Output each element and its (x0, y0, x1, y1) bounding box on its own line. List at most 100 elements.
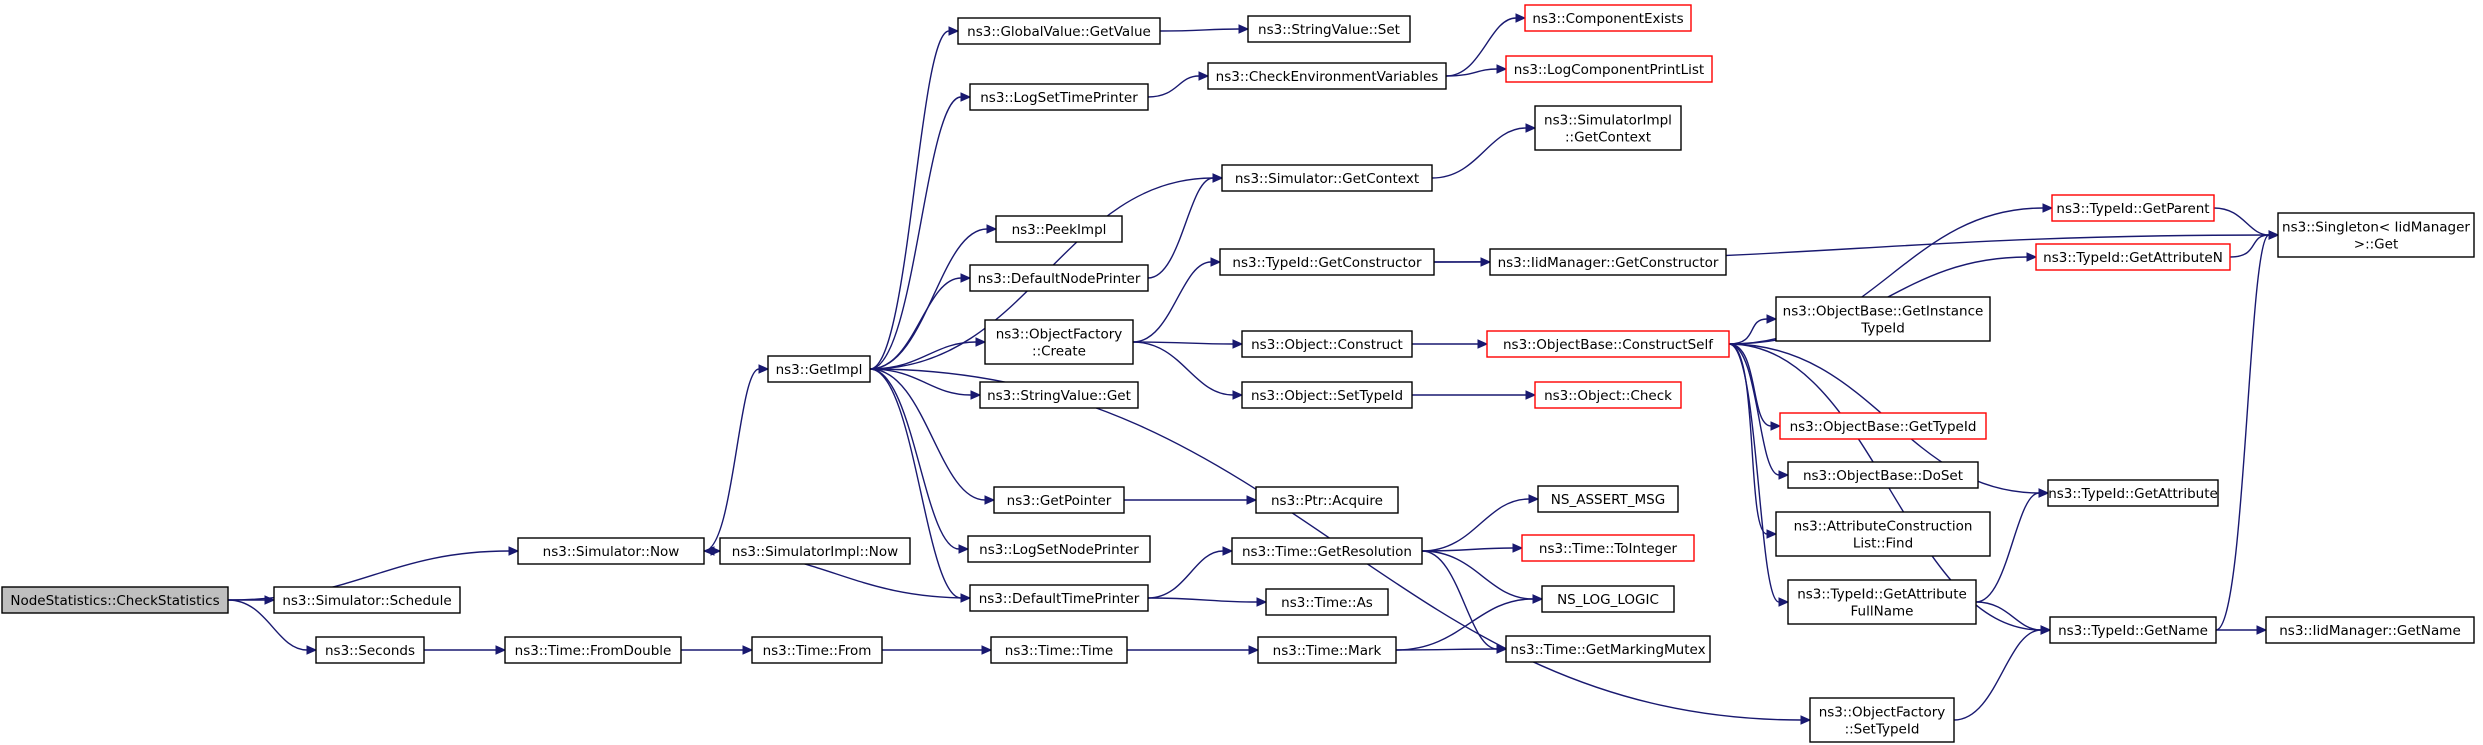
node-objectbase_doset[interactable]: ns3::ObjectBase::DoSet (1787, 461, 1979, 489)
node-typeid_getname[interactable]: ns3::TypeId::GetName (2049, 616, 2217, 644)
node-box (2277, 212, 2475, 258)
node-time_time[interactable]: ns3::Time::Time (990, 636, 1128, 664)
node-iidmanager_getname[interactable]: ns3::IidManager::GetName (2265, 616, 2475, 644)
node-time_as[interactable]: ns3::Time::As (1265, 588, 1389, 616)
node-globalvalue_getvalue[interactable]: ns3::GlobalValue::GetValue (957, 17, 1161, 45)
node-simimpl_now[interactable]: ns3::SimulatorImpl::Now (719, 537, 911, 565)
node-box (1787, 579, 1977, 625)
node-singleton_get[interactable]: ns3::Singleton< IidManager >::Get (2277, 212, 2475, 258)
node-sim_getcontext[interactable]: ns3::Simulator::GetContext (1221, 164, 1433, 192)
node-box (1247, 15, 1411, 43)
node-ptr_acquire[interactable]: ns3::Ptr::Acquire (1255, 486, 1399, 514)
node-typeid_getattributen[interactable]: ns3::TypeId::GetAttributeN (2035, 243, 2231, 271)
edge-arrowhead (2038, 488, 2050, 498)
node-defaultnodeprinter[interactable]: ns3::DefaultNodePrinter (969, 264, 1149, 292)
edge-typeid_getattributefullname-to-typeid_getattribute (1975, 488, 2050, 603)
node-sim_schedule[interactable]: ns3::Simulator::Schedule (273, 586, 461, 614)
node-time_fromdouble[interactable]: ns3::Time::FromDouble (504, 636, 682, 664)
node-label: NS_ASSERT_MSG (1551, 492, 1665, 508)
node-label: >::Get (2354, 237, 2398, 253)
node-objectfactory_settypeid[interactable]: ns3::ObjectFactory::SetTypeId (1809, 697, 1955, 743)
node-box (1207, 62, 1447, 90)
node-ns_log_logic[interactable]: NS_LOG_LOGIC (1541, 585, 1675, 613)
node-label: ns3::DefaultNodePrinter (978, 271, 1141, 287)
node-typeid_getconstructor[interactable]: ns3::TypeId::GetConstructor (1219, 248, 1435, 276)
node-box (504, 636, 682, 664)
edge-getimpl-to-globalvalue_getvalue (869, 26, 960, 370)
edge-arrowhead (981, 645, 993, 655)
node-logcomponentprintlist[interactable]: ns3::LogComponentPrintList (1505, 55, 1713, 83)
node-objectfactory_create[interactable]: ns3::ObjectFactory::Create (984, 319, 1134, 365)
node-object_check[interactable]: ns3::Object::Check (1534, 381, 1682, 409)
node-label: ::GetContext (1565, 130, 1651, 146)
node-iidmanager_getconstructor[interactable]: ns3::IidManager::GetConstructor (1489, 248, 1727, 276)
node-defaulttimeprinter[interactable]: ns3::DefaultTimePrinter (969, 584, 1149, 612)
node-time_getmarkingmutex[interactable]: ns3::Time::GetMarkingMutex (1505, 635, 1711, 663)
edge-time_mark-to-time_getmarkingmutex (1395, 644, 1508, 654)
node-time_getresolution[interactable]: ns3::Time::GetResolution (1231, 537, 1423, 565)
node-label: ns3::StringValue::Get (987, 388, 1131, 404)
node-typeid_getparent[interactable]: ns3::TypeId::GetParent (2051, 194, 2215, 222)
edge-line (1728, 318, 1768, 345)
node-label: ns3::Time::GetMarkingMutex (1510, 642, 1705, 658)
edge-objectfactory_create-to-typeid_getconstructor (1132, 257, 1222, 343)
edge-line (1975, 492, 2040, 603)
node-label: ns3::SimulatorImpl (1544, 113, 1672, 129)
node-label: FullName (1851, 604, 1914, 620)
edge-arrowhead (2026, 252, 2038, 262)
node-box (1809, 697, 1955, 743)
node-simimpl_getcontext[interactable]: ns3::SimulatorImpl::GetContext (1534, 105, 1682, 151)
node-logsetnodeprinter[interactable]: ns3::LogSetNodePrinter (967, 535, 1151, 563)
node-label: ns3::ObjectFactory (1819, 705, 1946, 721)
node-sim_now[interactable]: ns3::Simulator::Now (517, 537, 705, 565)
node-label: ns3::LogSetNodePrinter (979, 542, 1139, 558)
edge-getimpl-to-objectfactory_create (869, 337, 987, 370)
node-objectbase_gettypeid[interactable]: ns3::ObjectBase::GetTypeId (1779, 412, 1987, 440)
edge-arrowhead (960, 273, 972, 283)
node-ns_assert_msg[interactable]: NS_ASSERT_MSG (1537, 485, 1679, 513)
edge-time_getresolution-to-time_tointeger (1421, 543, 1524, 553)
node-checkenv[interactable]: ns3::CheckEnvironmentVariables (1207, 62, 1447, 90)
node-stringvalue_get[interactable]: ns3::StringValue::Get (979, 381, 1139, 409)
edge-objectbase_constructself-to-typeid_getattributefullname (1728, 343, 1790, 607)
node-typeid_getattribute[interactable]: ns3::TypeId::GetAttribute (2047, 479, 2219, 507)
edge-arrowhead (1232, 390, 1244, 400)
edge-time_from-to-time_time (881, 645, 993, 655)
node-getimpl[interactable]: ns3::GetImpl (767, 355, 871, 383)
node-box (1241, 330, 1413, 358)
node-peekimpl[interactable]: ns3::PeekImpl (995, 215, 1123, 243)
node-time_tointeger[interactable]: ns3::Time::ToInteger (1521, 534, 1695, 562)
node-label: ns3::Singleton< IidManager (2282, 220, 2470, 236)
node-logsettimeprinter[interactable]: ns3::LogSetTimePrinter (969, 83, 1149, 111)
edge-line (1147, 597, 1258, 603)
node-componentexists[interactable]: ns3::ComponentExists (1524, 4, 1692, 32)
node-seconds[interactable]: ns3::Seconds (315, 636, 425, 664)
node-time_from[interactable]: ns3::Time::From (751, 636, 883, 664)
node-object_construct[interactable]: ns3::Object::Construct (1241, 330, 1413, 358)
node-box (1534, 381, 1682, 409)
node-objectbase_constructself[interactable]: ns3::ObjectBase::ConstructSelf (1486, 330, 1730, 358)
edge-line (2213, 207, 2270, 236)
node-time_mark[interactable]: ns3::Time::Mark (1257, 636, 1397, 664)
node-label: ns3::Simulator::Now (543, 544, 680, 560)
node-object_settypeid[interactable]: ns3::Object::SetTypeId (1241, 381, 1413, 409)
edge-line (869, 96, 962, 370)
node-label: ns3::Simulator::GetContext (1235, 171, 1419, 187)
edge-line (869, 277, 962, 370)
edge-getimpl-to-defaultnodeprinter (869, 273, 972, 370)
node-root[interactable]: NodeStatistics::CheckStatistics (1, 586, 229, 614)
edge-arrowhead (1232, 339, 1244, 349)
edge-getimpl-to-peekimpl (869, 224, 998, 370)
edge-getimpl-to-logsetnodeprinter (869, 368, 970, 554)
edge-time_getresolution-to-ns_assert_msg (1421, 494, 1540, 552)
node-box (979, 381, 1139, 409)
node-box (1524, 4, 1692, 32)
edge-globalvalue_getvalue-to-stringvalue_set (1159, 24, 1250, 34)
node-stringvalue_set[interactable]: ns3::StringValue::Set (1247, 15, 1411, 43)
edge-line (1953, 629, 2042, 721)
node-getpointer[interactable]: ns3::GetPointer (993, 486, 1125, 514)
